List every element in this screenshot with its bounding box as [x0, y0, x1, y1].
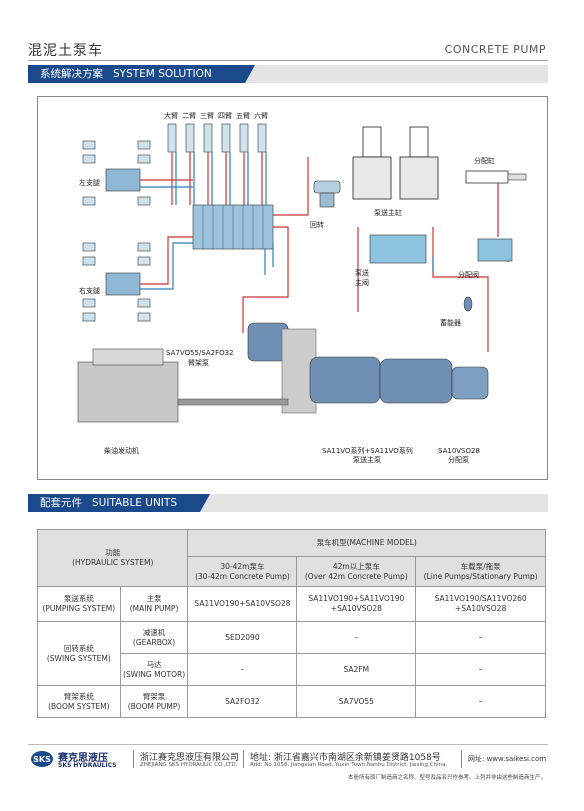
- value-cell: SA2FO32: [187, 685, 298, 718]
- distribution-cylinder: [465, 170, 527, 184]
- diesel-engine-graphic: [77, 348, 289, 423]
- disclaimer-note: 本册所有原厂制造商之名称、型号及品名只作参考。上列并非由这些制造商生产。: [347, 775, 546, 781]
- pump-valve-label-2: 主阀: [355, 279, 369, 287]
- col-header-line-pumps: 车载泵/拖泵(Line Pumps/Stationary Pump): [415, 556, 546, 587]
- engine-label: 柴油发动机: [104, 447, 139, 455]
- page-title: 混泥土泵车: [28, 43, 103, 59]
- table-subheader-row: 30-42m泵车(30-42m Concrete Pump) 42m以上泵车(O…: [38, 556, 546, 587]
- footer-divider: [28, 744, 548, 745]
- suitable-units-table: 功能 (HYDRAULIC SYSTEM) 泵车机型(MACHINE MODEL…: [36, 529, 546, 718]
- system-cell: 臂架系统(BOOM SYSTEM): [37, 685, 121, 718]
- part-cell: 马达(SWING MOTOR): [119, 653, 189, 686]
- swing-motor-graphic: [313, 180, 341, 208]
- value-cell: SA7VO55: [296, 685, 417, 718]
- part-cell: 减速机(GEARBOX): [119, 621, 189, 654]
- section-title-cn: 配套元件: [40, 497, 82, 509]
- sks-logo-icon: SKS: [31, 751, 53, 767]
- table-row: 臂架系统(BOOM SYSTEM) 臂架泵(BOOM PUMP) SA2FO32…: [37, 685, 546, 718]
- boom-cylinders: [167, 123, 267, 153]
- distribution-valve-label: 分配阀: [458, 271, 479, 279]
- section-banner-system-solution: 系统解决方案 SYSTEM SOLUTION: [28, 65, 548, 83]
- section-title-en: SYSTEM SOLUTION: [113, 68, 212, 80]
- section-banner-suitable-units: 配套元件 SUITABLE UNITS: [28, 494, 548, 512]
- footer-separator: [461, 750, 462, 768]
- distribution-pump-model-label: SA10VSO28: [438, 447, 480, 455]
- col-header-30-42m: 30-42m泵车(30-42m Concrete Pump): [187, 556, 298, 587]
- svg-text:SKS: SKS: [33, 755, 51, 764]
- part-cell: 臂架泵(BOOM PUMP): [119, 685, 189, 718]
- table-header-row: 功能 (HYDRAULIC SYSTEM) 泵车机型(MACHINE MODEL…: [36, 529, 546, 587]
- function-header: 功能 (HYDRAULIC SYSTEM): [36, 529, 189, 587]
- address-en: Add: No.1058, Jiangxian Road, Yuxin Town…: [250, 762, 448, 768]
- distribution-valve: [477, 238, 513, 262]
- leg-cylinders: [82, 140, 151, 322]
- col-header-over-42m: 42m以上泵车(Over 42m Concrete Pump): [296, 556, 417, 587]
- pump-main-valve: [369, 234, 427, 264]
- value-cell: SA11VO190+SA10VSO28: [187, 586, 298, 622]
- arm-label-5: 五臂: [236, 112, 250, 120]
- value-cell: –: [415, 653, 546, 686]
- pump-valve-label-1: 泵送: [355, 269, 369, 277]
- hydraulic-system-diagram: 大臂 二臂 三臂 四臂 五臂 六臂 左支腿 右支腿 回转 泵送主缸 泵送 主阀 …: [37, 96, 548, 480]
- accumulator-label: 蓄能器: [440, 319, 461, 327]
- table-row: 泵送系统(PUMPING SYSTEM) 主泵(MAIN PUMP) SA11V…: [37, 586, 546, 622]
- arm-label-1: 大臂: [164, 112, 178, 120]
- part-cell: 主泵(MAIN PUMP): [119, 586, 189, 622]
- main-pump-label: 泵送主泵: [353, 456, 381, 464]
- value-cell: –: [415, 685, 546, 718]
- footer-separator: [133, 750, 134, 768]
- diagram-drawing: [77, 123, 527, 423]
- arm-label-6: 六臂: [254, 112, 268, 120]
- footer-separator: [243, 750, 244, 768]
- function-header-cn: 功能: [105, 548, 121, 557]
- accumulator-graphic: [463, 296, 473, 312]
- boom-pump-label: 臂架泵: [188, 359, 209, 367]
- table-row: 回转系统(SWING SYSTEM) 减速机(GEARBOX) SED2090 …: [37, 621, 546, 686]
- swing-label: 回转: [310, 221, 324, 229]
- boom-valve-bank: [192, 204, 274, 250]
- header-divider: [28, 60, 548, 61]
- value-cell: –: [296, 621, 417, 654]
- main-pump-model-label: SA11VO系列+SA11VO系列: [322, 447, 413, 455]
- value-cell: SA2FM: [296, 653, 417, 686]
- arm-label-3: 三臂: [200, 112, 214, 120]
- left-leg-label: 左支腿: [79, 179, 100, 187]
- company-name-en: ZHEJIANG SKS HYDRAULIC CO.,LTD.: [140, 762, 238, 768]
- page-title-en: CONCRETE PUMP: [444, 43, 546, 56]
- value-cell: SA11VO190/SA11VO260+SA10VSO28: [415, 586, 546, 622]
- pump-main-cylinders: [352, 126, 439, 200]
- brand-name-en: SKS HYDRAULICS: [58, 762, 117, 769]
- distribution-pump-label: 分配泵: [448, 456, 469, 464]
- section-tab: 配套元件 SUITABLE UNITS: [28, 494, 210, 512]
- arm-label-2: 二臂: [182, 112, 196, 120]
- distribution-cylinder-label: 分配缸: [474, 157, 495, 165]
- boom-pump-model-label: SA7VO55/SA2FO32: [166, 349, 234, 357]
- left-leg-valve: [105, 168, 141, 192]
- company-name-cn: 浙江赛克思液压有限公司: [140, 753, 240, 763]
- value-cell: SED2090: [187, 621, 298, 654]
- right-leg-label: 右支腿: [79, 287, 100, 295]
- right-leg-valve: [105, 272, 141, 296]
- value-cell: SA11VO190+SA11VO190+SA10VSO28: [296, 586, 417, 622]
- website-link[interactable]: 网址: www.saikesi.com: [468, 755, 547, 763]
- model-header: 泵车机型(MACHINE MODEL): [187, 529, 546, 557]
- value-cell: –: [415, 621, 546, 654]
- arm-label-4: 四臂: [218, 112, 232, 120]
- system-cell: 泵送系统(PUMPING SYSTEM): [37, 586, 121, 622]
- table-row: 马达(SWING MOTOR) – SA2FM –: [38, 653, 546, 686]
- system-cell: 回转系统(SWING SYSTEM): [37, 621, 121, 686]
- pump-cylinder-label: 泵送主缸: [374, 209, 402, 217]
- brand-name-cn: 赛克思液压: [58, 753, 108, 764]
- section-tab: 系统解决方案 SYSTEM SOLUTION: [28, 65, 255, 83]
- value-cell: –: [187, 653, 298, 686]
- address-cn: 地址: 浙江省嘉兴市南湖区余新镇姜贤路1058号: [250, 753, 441, 763]
- section-title-cn: 系统解决方案: [40, 68, 103, 80]
- function-header-en: (HYDRAULIC SYSTEM): [72, 558, 154, 567]
- main-pumps-graphic: [309, 356, 489, 404]
- section-title-en: SUITABLE UNITS: [92, 497, 177, 509]
